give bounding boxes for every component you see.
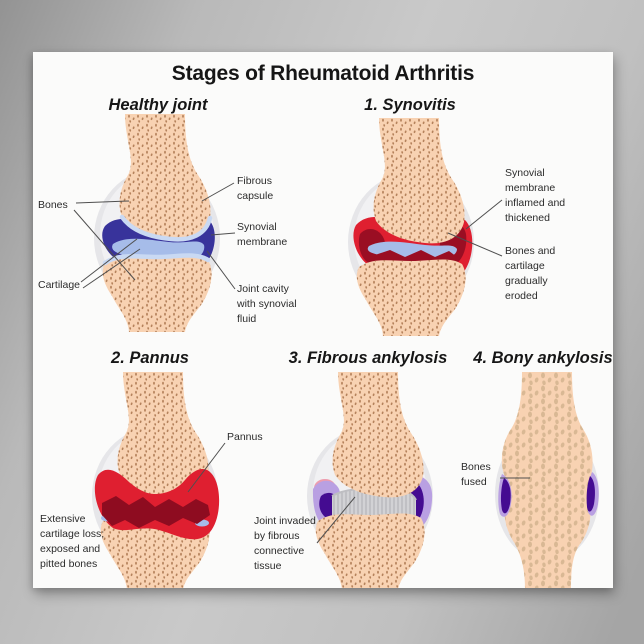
label-bones-fused: Bones fused xyxy=(461,461,491,488)
erosion-streak xyxy=(374,250,457,268)
label-cartilage: Cartilage xyxy=(38,279,81,291)
label-membrane-inflamed: Synovial membrane inflamed and thickened xyxy=(505,167,566,224)
label-joint-invaded: Joint invaded by fibrous connective tiss… xyxy=(254,515,316,572)
figure-bony-ankylosis-joint xyxy=(488,372,606,588)
label-joint-cavity: Joint cavity with synovial fluid xyxy=(237,283,297,325)
poster-title: Stages of Rheumatoid Arthritis xyxy=(171,62,475,85)
eroded-core-shape xyxy=(102,496,210,528)
label-synovial-membrane: Synovial membrane xyxy=(237,221,288,248)
label-cartilage-loss: Extensive cartilage loss; exposed and pi… xyxy=(40,513,105,570)
figure-pannus-joint xyxy=(89,372,221,588)
figure-fibrous-ankylosis-joint xyxy=(304,372,436,588)
label-bones-eroded: Bones and cartilage gradually eroded xyxy=(505,245,556,302)
figure-synovitis-joint xyxy=(345,118,477,336)
stage-heading-bony-ankylosis: 4. Bony ankylosis xyxy=(473,349,613,367)
label-fibrous-capsule: Fibrous capsule xyxy=(237,175,274,202)
stage-heading-healthy: Healthy joint xyxy=(108,96,208,114)
arthritis-poster: Stages of Rheumatoid Arthritis Healthy j… xyxy=(33,52,613,588)
figure-healthy-joint xyxy=(91,114,223,332)
stage-heading-fibrous-ankylosis: 3. Fibrous ankylosis xyxy=(288,349,448,367)
stage-heading-synovitis: 1. Synovitis xyxy=(364,96,456,114)
stage-heading-pannus: 2. Pannus xyxy=(111,349,189,367)
label-bones: Bones xyxy=(38,199,68,211)
label-pannus: Pannus xyxy=(227,431,263,443)
